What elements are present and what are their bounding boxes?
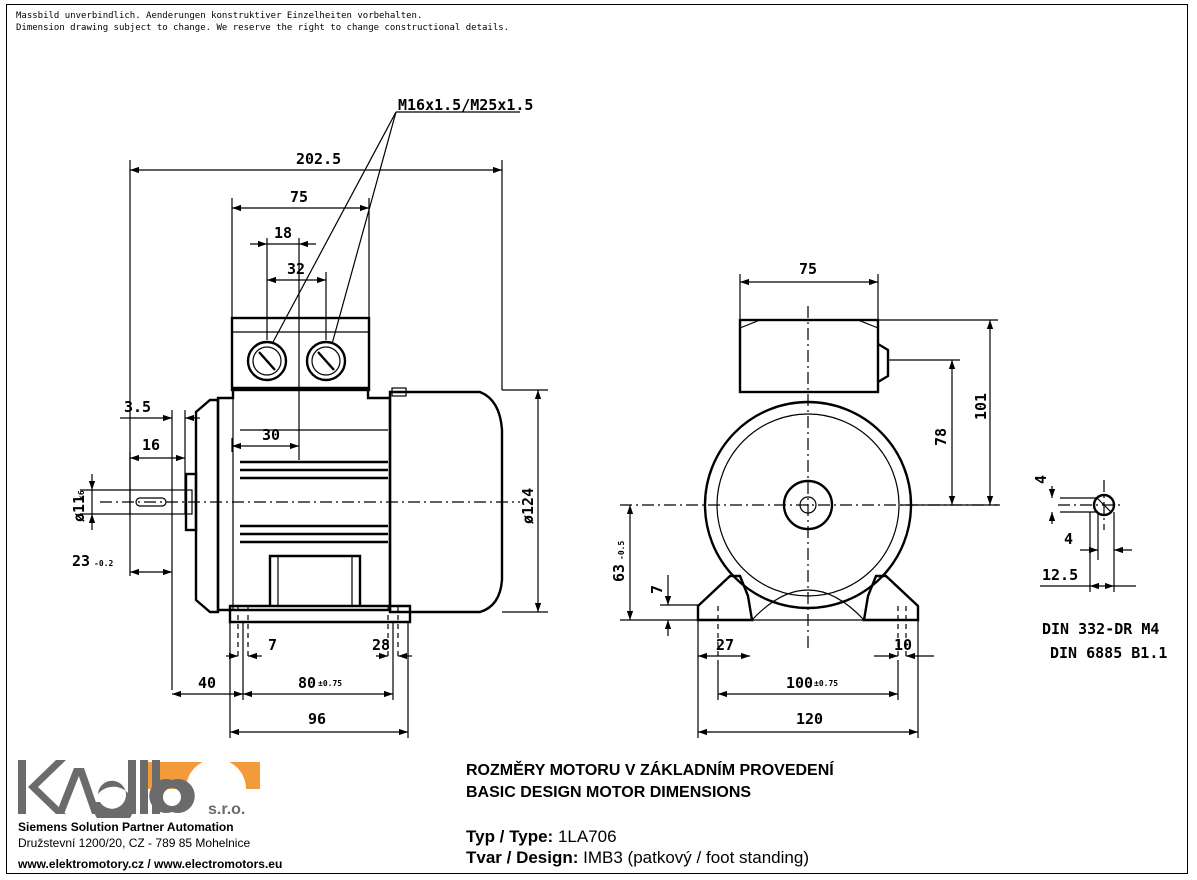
dim-shaft-length: 16	[142, 436, 160, 454]
disclaimer-de: Massbild unverbindlich. Aenderungen kons…	[16, 11, 423, 21]
front-foot-right	[862, 574, 920, 622]
dim-foot-length: 96	[308, 710, 326, 728]
dim-shaft-diameter-tol: k6	[77, 490, 86, 500]
side-view: M16x1.5/M25x1.5 202.5 75 18 32 3.5 16 30…	[70, 96, 548, 738]
dim-front-foot-hole: 10	[894, 636, 912, 654]
type-label: Typ / Type:	[466, 827, 554, 846]
dim-height-total: 101	[972, 393, 990, 420]
front-endshield	[194, 398, 220, 614]
dim-foot-spacing-tol: ±0.75	[318, 679, 342, 688]
standard-din-332: DIN 332-DR M4	[1042, 620, 1159, 638]
cooling-fins	[240, 460, 388, 544]
key-detail: 4 4 12.5 DIN 332-DR M4 DIN 6885 B1.1	[1032, 475, 1167, 662]
dim-gland-spacing-small: 18	[274, 224, 292, 242]
cable-gland-left	[246, 340, 288, 382]
thread-label: M16x1.5/M25x1.5	[398, 96, 533, 114]
shaft-key	[135, 497, 167, 507]
company-address: Družstevní 1200/20, CZ - 789 85 Mohelnic…	[18, 836, 251, 850]
dim-front-foot-spacing: 100	[786, 674, 813, 692]
dim-key-height: 4	[1032, 475, 1050, 484]
company-tagline: Siemens Solution Partner Automation	[18, 820, 234, 834]
dim-foot-width: 28	[372, 636, 390, 654]
dim-terminal-box-width: 75	[290, 188, 308, 206]
title-heading-cz: ROZMĚRY MOTORU V ZÁKLADNÍM PROVEDENÍ	[466, 762, 834, 779]
frame-inner	[716, 413, 900, 597]
dim-foot-hole: 7	[268, 636, 277, 654]
dim-key-width: 4	[1064, 530, 1073, 548]
dim-front-foot-width: 27	[716, 636, 734, 654]
design-label: Tvar / Design:	[466, 848, 579, 867]
fan-cowl	[388, 390, 504, 614]
foot	[228, 604, 412, 624]
dim-height-box: 78	[932, 428, 950, 446]
dim-front-box-width: 75	[799, 260, 817, 278]
dim-shaft-height: 63	[610, 564, 628, 582]
dim-shaft-to-foot: 40	[198, 674, 216, 692]
dim-shaft-diameter: ø11	[70, 495, 88, 522]
dim-shaft-key-height: 12.5	[1042, 566, 1078, 584]
shaft-end	[782, 479, 834, 531]
dim-gland-spacing-large: 32	[287, 260, 305, 278]
front-terminal-box	[738, 318, 880, 394]
design-value: IMB3 (patkový / foot standing)	[583, 848, 809, 867]
dim-shaft-offset: 3.5	[124, 398, 151, 416]
title-heading-en: BASIC DESIGN MOTOR DIMENSIONS	[466, 784, 752, 801]
front-view: 75 101 78 63 -0.5 7 27 10 100 ±0.75 120	[610, 260, 1000, 738]
terminal-box	[230, 316, 371, 392]
dim-overall-length: 202.5	[296, 150, 341, 168]
cable-gland-right	[305, 340, 347, 382]
dim-frame-diameter: ø124	[519, 488, 537, 524]
front-gland	[877, 342, 890, 384]
dim-box-offset: 30	[262, 426, 280, 444]
drawing-frame	[6, 4, 1188, 874]
company-website: www.elektromotory.cz / www.electromotors…	[18, 857, 283, 871]
design-row: Tvar / Design: IMB3 (patkový / foot stan…	[466, 848, 809, 868]
dim-shaft-height-tol: -0.5	[617, 541, 626, 560]
dim-foot-spacing: 80	[298, 674, 316, 692]
dim-flange-distance: 23	[72, 552, 90, 570]
disclaimer-en: Dimension drawing subject to change. We …	[16, 23, 510, 33]
type-row: Typ / Type: 1LA706	[466, 827, 617, 847]
company-logo: s.r.o.	[18, 759, 260, 818]
dim-foot-thickness: 7	[648, 585, 666, 594]
dim-base-width: 120	[796, 710, 823, 728]
logo-suffix: s.r.o.	[208, 801, 245, 818]
foot-recess	[268, 554, 362, 606]
standard-din-6885: DIN 6885 B1.1	[1050, 644, 1167, 662]
front-foot-left	[696, 574, 754, 622]
logo-wordmark	[18, 760, 195, 818]
dim-flange-distance-tol: -0.2	[94, 559, 113, 568]
type-value: 1LA706	[557, 827, 617, 846]
dim-front-foot-spacing-tol: ±0.75	[814, 679, 838, 688]
stator-frame	[216, 386, 392, 612]
key-shaft-circle	[1092, 493, 1116, 517]
